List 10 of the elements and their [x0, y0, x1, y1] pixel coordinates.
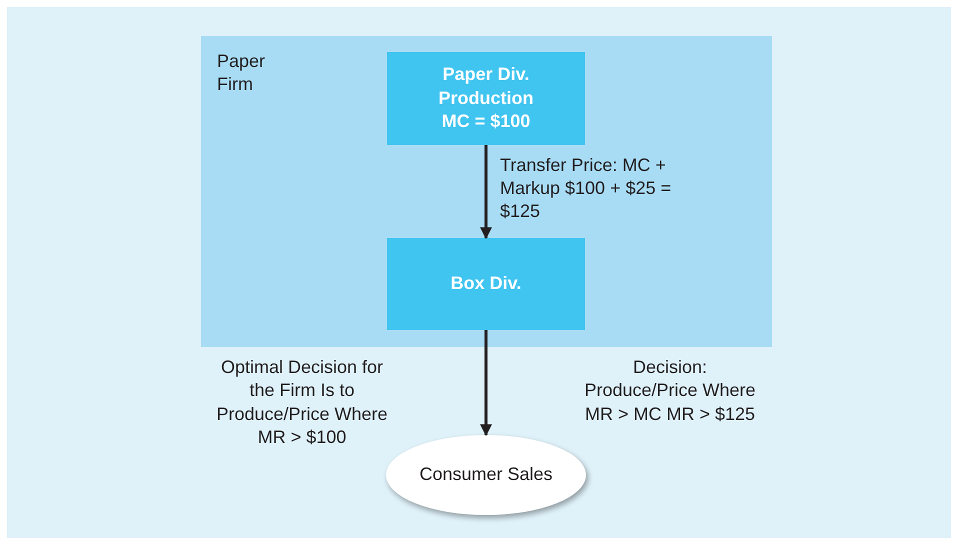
annotation-text: Optimal Decision for the Firm Is to Produce/Price Where MR > $100	[215, 356, 389, 450]
edge-label: Transfer Price: MC + Markup $100 + $25 = $125	[500, 154, 672, 224]
annotation-text: Decision: Produce/Price Where MR > MC MR > $125	[583, 356, 757, 426]
firm-region	[201, 36, 772, 347]
region-label: Paper Firm	[217, 50, 266, 96]
ellipse-label: Consumer Sales	[419, 463, 553, 486]
process-box	[387, 52, 585, 145]
box-label: Paper Div. Production MC = $100	[438, 63, 534, 134]
process-box	[387, 238, 585, 330]
box-label: Box Div.	[450, 272, 522, 296]
